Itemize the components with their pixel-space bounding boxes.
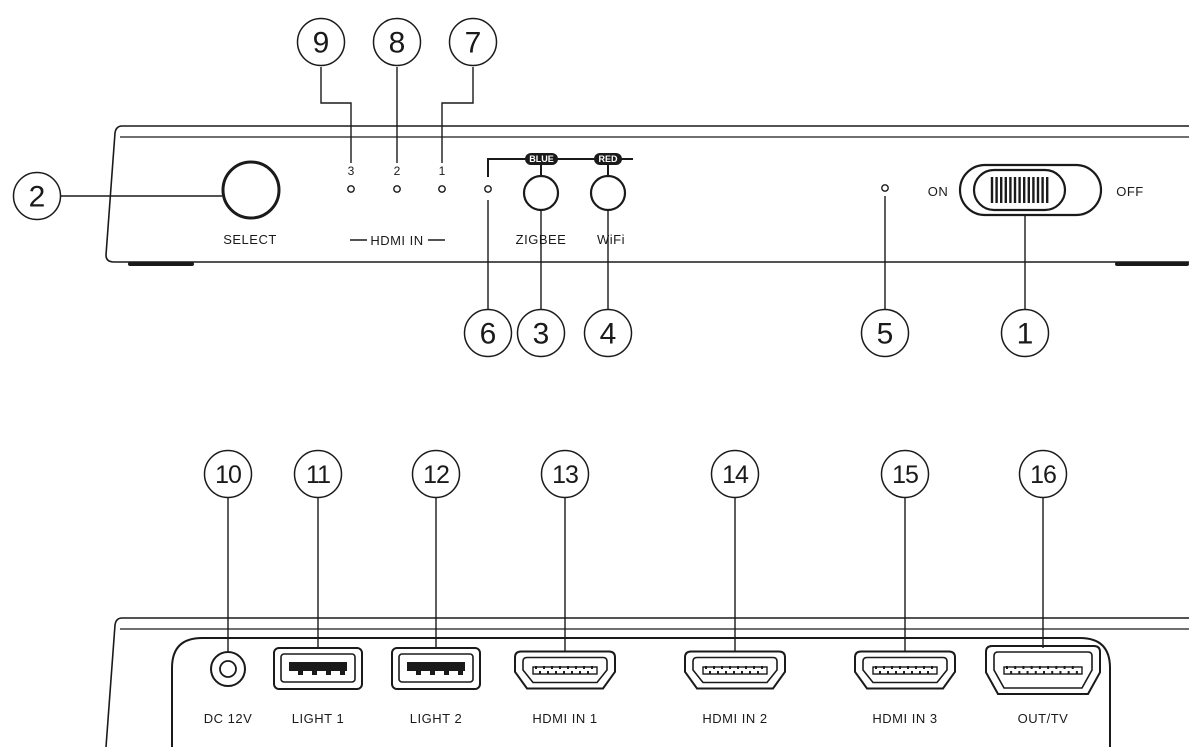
led-number-2: 2 (394, 164, 401, 178)
callout-9: 9 (313, 27, 330, 60)
port-label-dc-12v: DC 12V (204, 711, 253, 726)
hdmi-in-1-port[interactable] (514, 650, 616, 690)
usb-port-light-1[interactable] (273, 647, 363, 690)
callout-12: 12 (423, 461, 449, 489)
power-switch[interactable] (958, 163, 1103, 217)
out-tv-port[interactable] (985, 645, 1101, 695)
blue-tag-text: BLUE (529, 154, 554, 164)
rear-leader-lines (227, 498, 1044, 652)
usb-port-light-2[interactable] (391, 647, 481, 690)
status-led (484, 185, 492, 193)
front-leader-lines (61, 67, 1026, 309)
callout-6: 6 (480, 318, 497, 351)
callout-3: 3 (533, 318, 550, 351)
front-callouts (12, 17, 1050, 358)
callout-7: 7 (465, 27, 482, 60)
callout-10: 10 (215, 461, 241, 489)
port-label-hdmi-in-2: HDMI IN 2 (702, 711, 767, 726)
callout-1: 1 (1017, 318, 1034, 351)
red-tag-text: RED (598, 154, 618, 164)
front-panel: SELECT 3 2 1 HDMI IN ZIGBEE WiFi BLUE RE… (105, 125, 1189, 266)
callout-16: 16 (1030, 461, 1056, 489)
callout-4: 4 (600, 318, 617, 351)
wifi-label: WiFi (597, 232, 625, 247)
front-foot-right (1115, 262, 1189, 266)
hdmi-in-3-port[interactable] (854, 650, 956, 690)
hdmi-in-2-led (393, 185, 401, 193)
front-foot-left (128, 262, 194, 266)
hdmi-in-2-port[interactable] (684, 650, 786, 690)
led-number-3: 3 (348, 164, 355, 178)
callout-14: 14 (722, 461, 749, 489)
blue-tag (525, 153, 558, 165)
rear-panel: DC 12V LIGHT 1 LIGHT 2 HDMI IN 1 HDMI IN… (105, 617, 1189, 747)
hdmi-in-1-led (438, 185, 446, 193)
select-button[interactable] (221, 160, 281, 220)
callout-5: 5 (877, 318, 894, 351)
switch-off-label: OFF (1116, 184, 1144, 199)
port-label-light-2: LIGHT 2 (410, 711, 462, 726)
switch-on-label: ON (928, 184, 949, 199)
callout-2: 2 (29, 181, 46, 214)
power-led (881, 184, 889, 192)
hdmi-in-label: HDMI IN (370, 233, 423, 248)
dc-12v-jack[interactable] (210, 651, 246, 687)
port-label-out-tv: OUT/TV (1018, 711, 1069, 726)
select-label: SELECT (223, 232, 277, 247)
wifi-button[interactable] (589, 174, 627, 212)
led-number-1: 1 (439, 164, 446, 178)
port-label-hdmi-in-1: HDMI IN 1 (532, 711, 597, 726)
port-label-hdmi-in-3: HDMI IN 3 (872, 711, 937, 726)
callout-15: 15 (892, 461, 918, 489)
callout-8: 8 (389, 27, 406, 60)
hdmi-in-3-led (347, 185, 355, 193)
port-label-light-1: LIGHT 1 (292, 711, 344, 726)
callout-11: 11 (306, 461, 330, 489)
callout-13: 13 (552, 461, 578, 489)
rear-callouts (203, 449, 1068, 499)
zigbee-button[interactable] (522, 174, 560, 212)
red-tag (594, 153, 622, 165)
